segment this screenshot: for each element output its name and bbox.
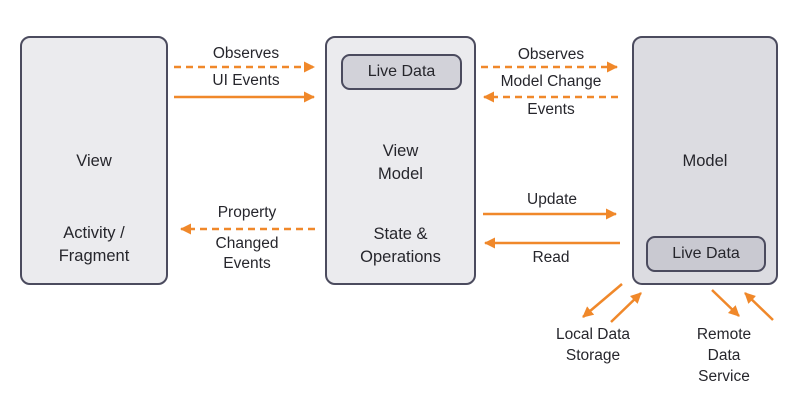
live-data-badge-viewmodel: Live Data [341, 54, 462, 90]
view-box-title: View [76, 152, 112, 170]
local-storage-to-model-arrow [610, 292, 642, 323]
model-to-remote-service-arrow [711, 289, 740, 317]
live-data-badge-model: Live Data [646, 236, 766, 272]
model-change-label: Model Change [500, 73, 602, 90]
model-title: Model [682, 152, 728, 170]
view-model-box: Live Data View Model State & Operations [325, 36, 476, 285]
events-label-left: Events [223, 255, 271, 272]
observes-label-right: Observes [517, 46, 585, 63]
update-label: Update [527, 191, 577, 208]
changed-label: Changed [215, 235, 279, 252]
state-operations-label: State & Operations [360, 225, 441, 266]
remote-data-service-label: Remote Data Service [696, 326, 752, 385]
model-to-local-storage-arrow [582, 283, 623, 318]
remote-service-to-model-arrow [744, 292, 774, 321]
ui-events-label: UI Events [212, 72, 280, 89]
property-label: Property [217, 204, 277, 221]
observes-label-left: Observes [212, 45, 280, 62]
read-label: Read [532, 249, 570, 266]
events-label-right: Events [527, 101, 575, 118]
local-data-storage-label: Local Data Storage [555, 326, 631, 364]
activity-fragment-label: Activity / Fragment [58, 224, 130, 265]
live-data-badge-model-label: Live Data [672, 245, 740, 262]
view-box: View Activity / Fragment [20, 36, 168, 285]
model-box: Model Live Data [632, 36, 778, 285]
live-data-badge-viewmodel-label: Live Data [367, 63, 436, 80]
view-model-title: View Model [378, 142, 423, 183]
